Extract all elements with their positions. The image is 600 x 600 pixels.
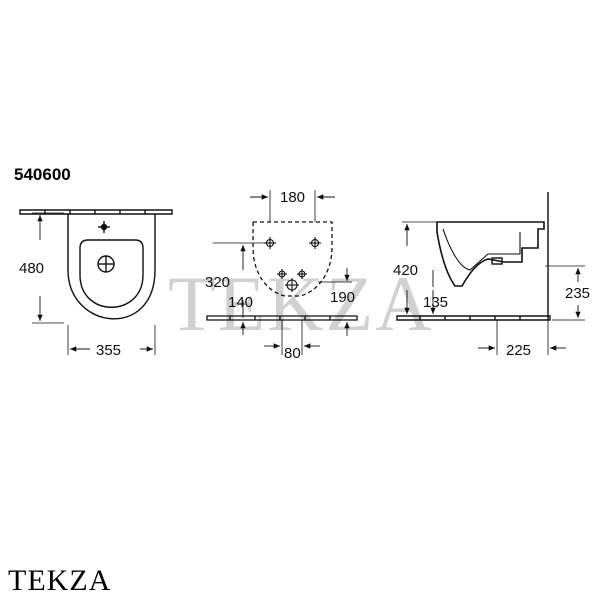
front-view [19,209,173,355]
side-height-label: 420 [393,262,418,279]
rear-bottom-width-label: 80 [284,345,301,362]
rear-view [206,190,358,355]
brand-logo-text: TEKZA [8,564,112,597]
front-width-label: 355 [96,342,121,359]
rear-dim-320-label: 320 [205,274,230,291]
side-view [396,192,585,355]
side-depth-label: 225 [506,342,531,359]
front-height-label: 480 [19,260,44,277]
rear-dim-190-label: 190 [330,289,355,306]
side-dim-135-label: 135 [423,294,448,311]
rear-dim-140-label: 140 [228,294,253,311]
model-code: 540600 [14,165,71,184]
rear-top-width-label: 180 [280,189,305,206]
side-dim-235-label: 235 [565,285,590,302]
